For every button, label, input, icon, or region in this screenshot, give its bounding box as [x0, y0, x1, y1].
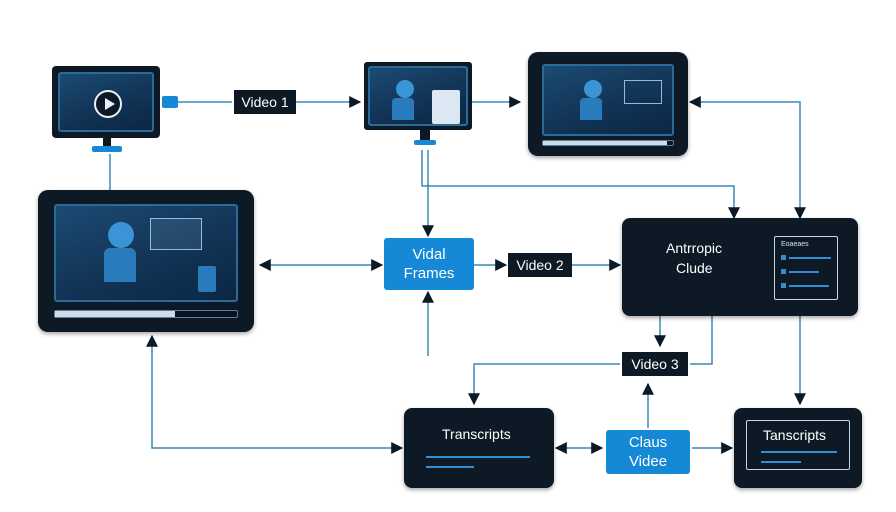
- document-line: [789, 271, 819, 273]
- top-right-progress-bar[interactable]: [542, 140, 674, 146]
- transcript-line: [761, 461, 801, 463]
- video2-label: Video 2: [508, 253, 572, 277]
- claus-video-box[interactable]: Claus Videe: [606, 430, 690, 474]
- wire-video3-to-transcripts: [468, 363, 620, 406]
- transcript-line: [426, 466, 474, 468]
- wire-topright-connector: [688, 96, 806, 220]
- large-monitor: [38, 190, 254, 332]
- plug-icon: [162, 96, 178, 108]
- play-icon[interactable]: [94, 90, 122, 118]
- transcript-line: [761, 451, 837, 453]
- chart-board-icon: [624, 80, 662, 104]
- claude-title-line1: Antrropic: [666, 240, 723, 256]
- monitor-stand-icon: [92, 138, 122, 154]
- person-figure-icon: [584, 80, 602, 98]
- top-right-monitor: [528, 52, 688, 156]
- document-line: [789, 285, 829, 287]
- transcripts-right-title: Tanscripts: [763, 427, 827, 443]
- claude-title-line2: Clude: [676, 260, 713, 276]
- small-monitor: [52, 66, 160, 138]
- wire-transcripts-to-large-monitor: [146, 334, 404, 454]
- equipment-icon: [198, 266, 216, 292]
- large-monitor-screen: [54, 204, 238, 302]
- list-bullet-icon: [781, 255, 786, 260]
- transcripts-right-inner-frame: Tanscripts: [746, 420, 850, 470]
- wire-laptop-to-claude: [421, 150, 740, 220]
- person-figure-icon: [108, 222, 134, 248]
- large-monitor-progress-fill: [55, 311, 176, 317]
- large-monitor-progress-bar[interactable]: [54, 310, 238, 318]
- claude-box[interactable]: Antrropic Clude Eoaeaes: [622, 218, 858, 316]
- transcripts-left-title: Transcripts: [442, 426, 511, 442]
- top-right-monitor-screen: [542, 64, 674, 136]
- person-figure-icon: [396, 80, 414, 98]
- small-monitor-screen: [58, 72, 154, 132]
- document-line: [789, 257, 831, 259]
- list-bullet-icon: [781, 269, 786, 274]
- video3-label: Video 3: [622, 352, 688, 376]
- document-panel: Eoaeaes: [774, 236, 838, 300]
- laptop-base-icon: [414, 130, 436, 148]
- document-panel-header: Eoaeaes: [781, 241, 809, 248]
- transcript-line: [426, 456, 530, 458]
- top-right-progress-fill: [543, 141, 667, 145]
- laptop-screen: [364, 62, 472, 130]
- video1-label: Video 1: [234, 90, 296, 114]
- document-icon: [432, 90, 460, 124]
- transcripts-left-box[interactable]: Transcripts: [404, 408, 554, 488]
- wire-claude-loop: [690, 316, 713, 365]
- transcripts-right-box[interactable]: Tanscripts: [734, 408, 862, 488]
- vidal-frames-box[interactable]: Vidal Frames: [384, 238, 474, 290]
- laptop-display: [368, 66, 468, 126]
- whiteboard-icon: [150, 218, 202, 250]
- list-bullet-icon: [781, 283, 786, 288]
